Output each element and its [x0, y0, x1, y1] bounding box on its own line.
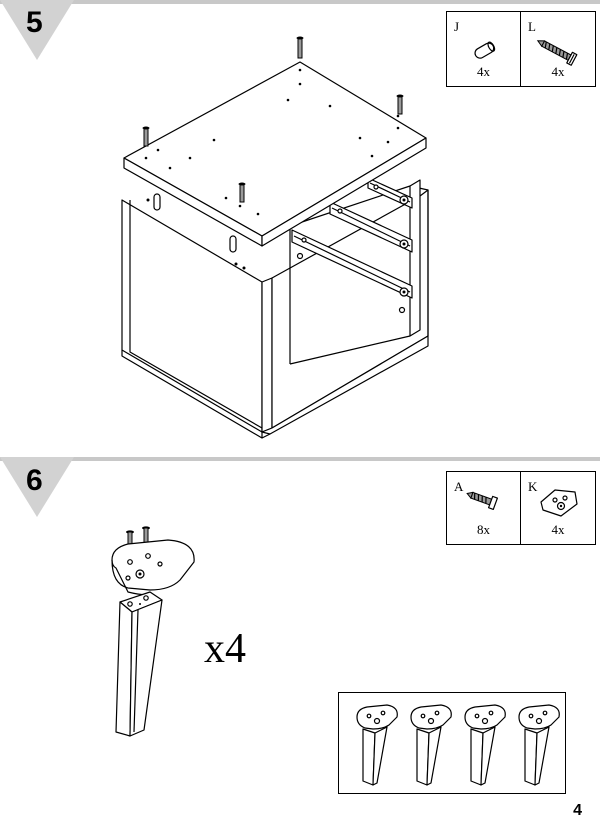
part-l-cell: L 4x	[520, 12, 595, 86]
four-legs-box	[338, 692, 566, 794]
part-j-letter: J	[454, 19, 460, 34]
leg-1	[356, 704, 398, 786]
leg-quantity-multiplier: x4	[204, 626, 246, 672]
dowel-rear	[153, 193, 161, 211]
leg-plate-icon	[540, 489, 578, 517]
part-a-cell: A 8x	[447, 472, 520, 544]
step-5-badge	[0, 0, 74, 60]
step-6-divider	[0, 457, 600, 461]
cabinet-assembly-drawing	[121, 36, 429, 439]
drawer-runner-top	[367, 177, 413, 209]
leg-4	[518, 704, 560, 786]
mounting-plate	[111, 539, 195, 596]
dowel-icon	[474, 41, 496, 59]
cabinet-top-panel	[123, 61, 427, 237]
screw-top-left	[142, 126, 150, 147]
part-j-cell: J 4x	[447, 12, 520, 86]
part-a-letter: A	[454, 479, 464, 494]
screw-icon	[466, 491, 498, 511]
leg-2	[410, 704, 452, 786]
screw-top-front	[238, 182, 246, 203]
drawer-runner-middle	[329, 201, 413, 253]
four-legs-drawing	[356, 704, 560, 786]
part-k-letter: K	[528, 479, 538, 494]
step-6-number: 6	[26, 464, 43, 497]
step-5-number: 5	[26, 6, 43, 39]
part-j-qty: 4x	[477, 64, 490, 79]
tapered-leg	[115, 591, 163, 737]
part-a-qty: 8x	[477, 522, 490, 537]
leg-3	[464, 704, 506, 786]
cabinet-front-edge	[261, 277, 273, 433]
part-k-cell: K 4x	[520, 472, 595, 544]
step-6-badge	[0, 457, 74, 517]
drawer-runner-bottom	[291, 229, 413, 314]
step-5-parts-box: J 4x L 4x	[446, 11, 596, 87]
screw-top-right	[396, 94, 404, 115]
cabinet-bottom-edge	[261, 335, 429, 435]
step-5-divider	[0, 0, 600, 4]
screw-icon	[536, 40, 578, 66]
page-number: 4	[573, 802, 582, 819]
dowel-front	[229, 235, 237, 253]
part-l-letter: L	[528, 19, 536, 34]
leg-assembly-drawing	[111, 526, 195, 737]
part-l-qty: 4x	[551, 64, 565, 79]
screw-top-center	[296, 36, 304, 59]
step-6-parts-box: A 8x K 4x	[446, 471, 596, 545]
part-k-qty: 4x	[551, 522, 565, 537]
